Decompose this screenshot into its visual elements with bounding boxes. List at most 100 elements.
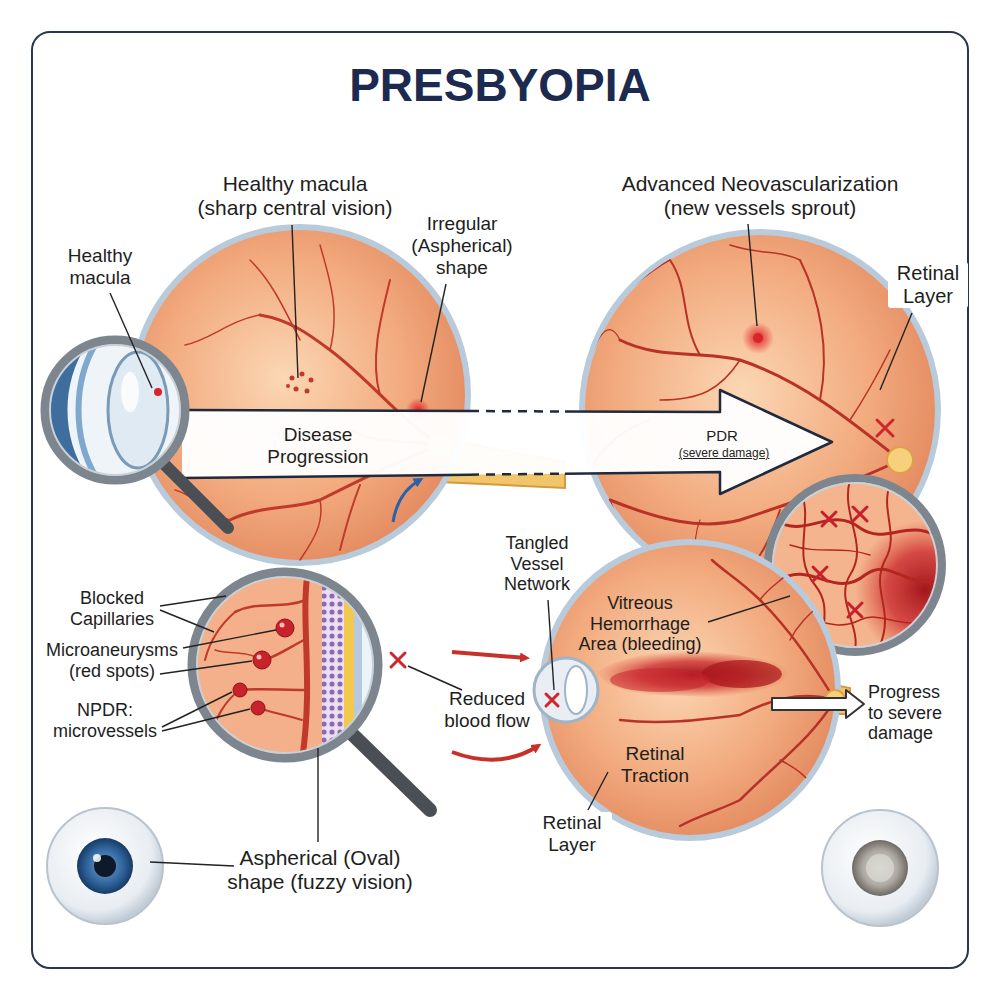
leader-line [183, 630, 276, 648]
leader-line [110, 224, 912, 866]
leader-line [708, 596, 790, 622]
callout-label: NPDR: microvessels [45, 700, 165, 741]
leader-line [160, 596, 226, 606]
eyeball-illustration [610, 668, 710, 692]
eyeball-illustration [760, 565, 795, 600]
eyeball-illustration [300, 500, 321, 560]
eyeball-illustration [790, 600, 825, 640]
magnifier-lens [322, 570, 344, 760]
magnifier-lens [121, 372, 139, 412]
eyeball-illustration [877, 420, 893, 436]
eye-icon [93, 854, 101, 862]
leader-line [160, 610, 214, 632]
eyeball-illustration [286, 384, 290, 388]
magnifier-lens [165, 465, 228, 528]
magnifier-lens [350, 732, 430, 810]
magnifier-lens [848, 603, 862, 617]
callout-label: Tangled Vessel Network [495, 533, 580, 595]
eyeball-illustration [542, 542, 838, 838]
eyeball-illustration [320, 245, 334, 350]
eyeball-illustration [185, 315, 260, 345]
magnifier-lens [154, 388, 162, 396]
callout-label: Retinal Layer [888, 262, 968, 308]
eyeball-illustration [565, 666, 587, 714]
callout-label: Healthy macula [55, 245, 145, 289]
eyeball-illustration [590, 330, 620, 360]
callout-label: Blocked Capillaries [57, 588, 167, 629]
leader-line [150, 862, 234, 866]
eyeball-illustration [132, 227, 565, 563]
magnifier-lens [240, 688, 305, 691]
eye-icon [852, 840, 908, 896]
magnifier-lens [880, 485, 891, 645]
callout-label: Advanced Neovascularization (new vessels… [610, 172, 910, 220]
leader-line [292, 225, 298, 378]
eyeball-illustration [309, 378, 314, 383]
magnifier-lens [790, 545, 870, 555]
eyeball-illustration [615, 260, 670, 300]
magnifier-lens [190, 570, 430, 810]
leader-line [110, 293, 152, 388]
flow-arrow [452, 746, 538, 760]
progression-arrow [470, 411, 565, 475]
eye-icon [822, 810, 938, 926]
eye-icon [77, 838, 133, 894]
leader-line [160, 661, 252, 674]
eyeball-illustration [376, 280, 390, 395]
callout-label: Progress to severe damage [868, 682, 953, 744]
eye-icon [47, 808, 163, 924]
leader-line [748, 224, 757, 326]
eyeball-illustration [340, 485, 360, 550]
eyeball-illustration [680, 700, 835, 826]
magnifier-lens [813, 507, 867, 617]
progression-arrow [182, 390, 832, 494]
magnifier-lens [391, 653, 405, 667]
magnifier-lens [108, 352, 168, 468]
magnifier-lens [855, 520, 995, 660]
eyeball-illustration [546, 694, 558, 706]
eyeball-illustration [800, 260, 824, 400]
flow-arrow [452, 652, 526, 658]
magnifier-lens [280, 623, 285, 628]
title: PRESBYOPIA [200, 62, 800, 108]
eyeball-illustration [780, 760, 815, 790]
eye-icon [94, 855, 116, 877]
leader-line [162, 709, 250, 731]
eyeball-illustration [393, 480, 420, 522]
progression-arrow [182, 390, 832, 494]
eyeball-illustration [702, 660, 782, 688]
eyeball-illustration [753, 333, 763, 343]
progression-arrow [182, 390, 832, 494]
callout-label: Reduced blood flow [437, 688, 537, 732]
eyeball-illustration [730, 245, 800, 260]
leader-line [548, 600, 554, 690]
eyeball-illustration [742, 322, 774, 354]
callout-label: Irregular (Aspherical) shape [407, 213, 517, 279]
eyeball-illustration [772, 690, 864, 718]
magnifier-lens [235, 600, 306, 612]
eyeball-illustration [534, 542, 864, 838]
callout-label: Disease Progression [263, 424, 373, 468]
eyeball-illustration [534, 658, 598, 722]
eyeball-illustration [286, 372, 314, 394]
eyeball-illustration [712, 560, 835, 700]
eye-icon [47, 808, 163, 924]
magnifier-lens [822, 512, 836, 526]
eyeball-illustration [887, 447, 913, 473]
leader-line [408, 666, 462, 690]
callout-label: Microaneurysms (red spots) [37, 640, 187, 681]
eyeball-illustration [294, 387, 299, 392]
magnifier-lens [253, 651, 271, 669]
callout-label: Aspherical (Oval) shape (fuzzy vision) [213, 846, 428, 894]
leader-line [588, 772, 608, 810]
magnifier-lens [257, 623, 285, 660]
magnifier-lens [50, 345, 180, 475]
magnifier-lens [45, 340, 185, 480]
magnifier-lens [79, 340, 99, 480]
eye-icon [822, 810, 938, 926]
magnifier-lens [257, 655, 262, 660]
callout-label: PDR [692, 427, 752, 444]
eyeball-illustration [300, 372, 305, 377]
page-frame [32, 32, 968, 968]
